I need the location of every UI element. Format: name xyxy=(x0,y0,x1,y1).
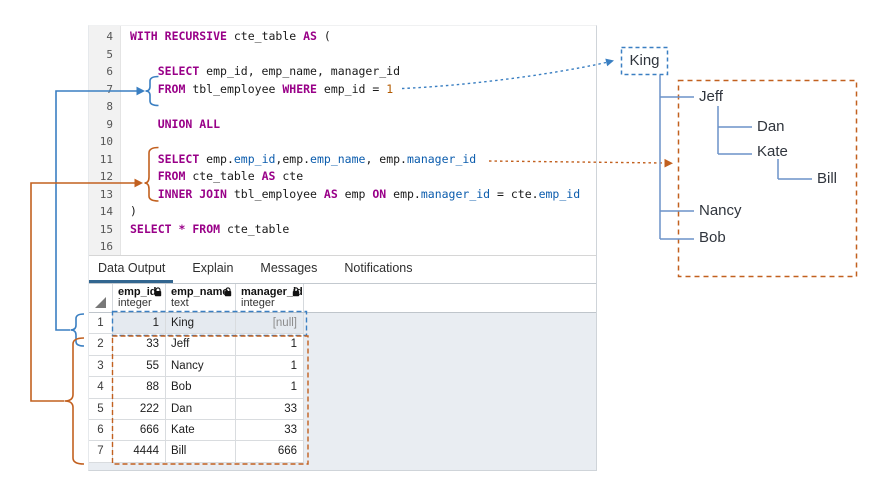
tree-node-nancy: Nancy xyxy=(699,202,742,219)
cell-manager-id[interactable]: 33 xyxy=(236,419,304,442)
line-number: 9 xyxy=(106,117,113,131)
line-number-gutter: 4 5 6 7 8 9 10 11 12 13 14 15 16 xyxy=(89,26,121,255)
tab-explain[interactable]: Explain xyxy=(192,261,234,275)
tree-node-jeff: Jeff xyxy=(699,88,723,105)
cell-emp-id[interactable]: 88 xyxy=(113,377,166,399)
line-number: 16 xyxy=(99,240,113,253)
corner-triangle-icon xyxy=(95,297,106,308)
cell-emp-id[interactable]: 222 xyxy=(113,398,166,420)
cell-row-number[interactable]: 7 xyxy=(89,441,113,463)
rows-brace-orange xyxy=(64,337,85,465)
line-number: 10 xyxy=(99,135,113,148)
column-header-emp-name[interactable]: emp_name text xyxy=(166,284,236,312)
tree-node-king: King xyxy=(629,52,660,69)
cell-emp-id[interactable]: 55 xyxy=(113,355,166,378)
results-grid: emp_id integer emp_name text manager_id … xyxy=(89,284,596,470)
code-line[interactable]: UNION ALL xyxy=(157,116,221,131)
column-header-emp-id[interactable]: emp_id integer xyxy=(113,284,166,312)
column-name: emp_name xyxy=(171,286,229,298)
code-line[interactable]: SELECT emp.emp_id,emp.emp_name, emp.mana… xyxy=(157,151,477,166)
cell-emp-id[interactable]: 33 xyxy=(113,334,166,356)
lock-icon xyxy=(154,287,162,297)
tree-node-dan: Dan xyxy=(757,118,785,135)
grid-header: emp_id integer emp_name text manager_id … xyxy=(89,284,596,313)
arrowhead-king xyxy=(605,58,614,67)
row1-brace-blue xyxy=(70,313,85,347)
code-line[interactable] xyxy=(130,98,596,116)
code-line[interactable]: SELECT emp_id, emp_name, manager_id xyxy=(157,64,401,78)
cell-row-number[interactable]: 5 xyxy=(89,398,113,420)
cell-emp-name[interactable]: Bob xyxy=(166,377,236,399)
cell-row-number[interactable]: 6 xyxy=(89,419,113,442)
header-filler xyxy=(304,284,596,312)
cell-manager-id[interactable]: 1 xyxy=(236,377,304,399)
lock-icon xyxy=(224,287,232,297)
column-type: integer xyxy=(118,297,152,309)
sql-editor[interactable]: 4 5 6 7 8 9 10 11 12 13 14 15 16 WITH RECURSIVE cte_… xyxy=(89,26,596,255)
cell-row-number[interactable]: 4 xyxy=(89,377,113,399)
tab-notifications[interactable]: Notifications xyxy=(344,261,413,275)
code-line[interactable]: FROM cte_table AS cte xyxy=(157,169,304,183)
tab-messages[interactable]: Messages xyxy=(260,261,318,275)
code-line[interactable]: SELECT * FROM cte_table xyxy=(130,221,290,236)
line-number: 13 xyxy=(99,187,113,201)
line-number: 6 xyxy=(106,65,113,78)
cell-emp-id[interactable]: 4444 xyxy=(113,441,166,463)
code-line[interactable]: FROM tbl_employee WHERE emp_id = 1 xyxy=(157,81,394,96)
line-number: 4 xyxy=(106,30,113,43)
cell-emp-name[interactable]: King xyxy=(166,313,236,335)
column-header-manager-id[interactable]: manager_id integer xyxy=(236,284,304,312)
lock-icon xyxy=(292,287,300,297)
line-number: 14 xyxy=(99,205,113,218)
line-number: 5 xyxy=(106,47,113,61)
cell-row-number[interactable]: 3 xyxy=(89,355,113,378)
code-line[interactable] xyxy=(130,46,596,64)
tree-node-bob: Bob xyxy=(699,229,726,246)
column-type: integer xyxy=(241,297,275,309)
line-number: 7 xyxy=(106,82,113,96)
select-all-corner[interactable] xyxy=(89,284,113,312)
cell-emp-name[interactable]: Bill xyxy=(166,441,236,463)
cell-emp-name[interactable]: Dan xyxy=(166,398,236,420)
cell-row-number[interactable]: 1 xyxy=(89,313,113,335)
tab-data-output[interactable]: Data Output xyxy=(89,256,174,283)
cell-manager-id[interactable]: 1 xyxy=(236,334,304,356)
tab-bar: Data Output Explain Messages Notifications xyxy=(89,255,596,284)
code-line[interactable]: ) xyxy=(130,204,137,218)
code-line[interactable] xyxy=(130,238,596,255)
arrowhead-subtree xyxy=(664,158,673,168)
cell-emp-id[interactable]: 666 xyxy=(113,419,166,442)
cell-emp-name[interactable]: Kate xyxy=(166,419,236,442)
cell-emp-name[interactable]: Jeff xyxy=(166,334,236,356)
line-number: 11 xyxy=(99,152,113,166)
cell-emp-name[interactable]: Nancy xyxy=(166,355,236,378)
line-number: 12 xyxy=(99,170,113,183)
tree-node-bill: Bill xyxy=(817,170,838,187)
cell-row-number[interactable]: 2 xyxy=(89,334,113,356)
code-line[interactable] xyxy=(130,133,596,151)
column-type: text xyxy=(171,297,189,309)
cell-manager-id[interactable]: 666 xyxy=(236,441,304,463)
cell-emp-id[interactable]: 1 xyxy=(113,313,166,335)
column-name: manager_id xyxy=(241,286,303,298)
code-line[interactable]: WITH RECURSIVE cte_table AS ( xyxy=(130,29,331,43)
code-line[interactable]: INNER JOIN tbl_employee AS emp ON emp.ma… xyxy=(157,186,581,201)
cell-manager-id[interactable]: 1 xyxy=(236,355,304,378)
line-number: 15 xyxy=(99,222,113,236)
cell-manager-id[interactable]: 33 xyxy=(236,398,304,420)
line-number: 8 xyxy=(106,100,113,113)
cell-manager-id[interactable]: [null] xyxy=(236,313,304,335)
code-lines[interactable]: WITH RECURSIVE cte_table AS ( SELECT emp… xyxy=(121,26,596,255)
tree-node-kate: Kate xyxy=(757,143,788,160)
